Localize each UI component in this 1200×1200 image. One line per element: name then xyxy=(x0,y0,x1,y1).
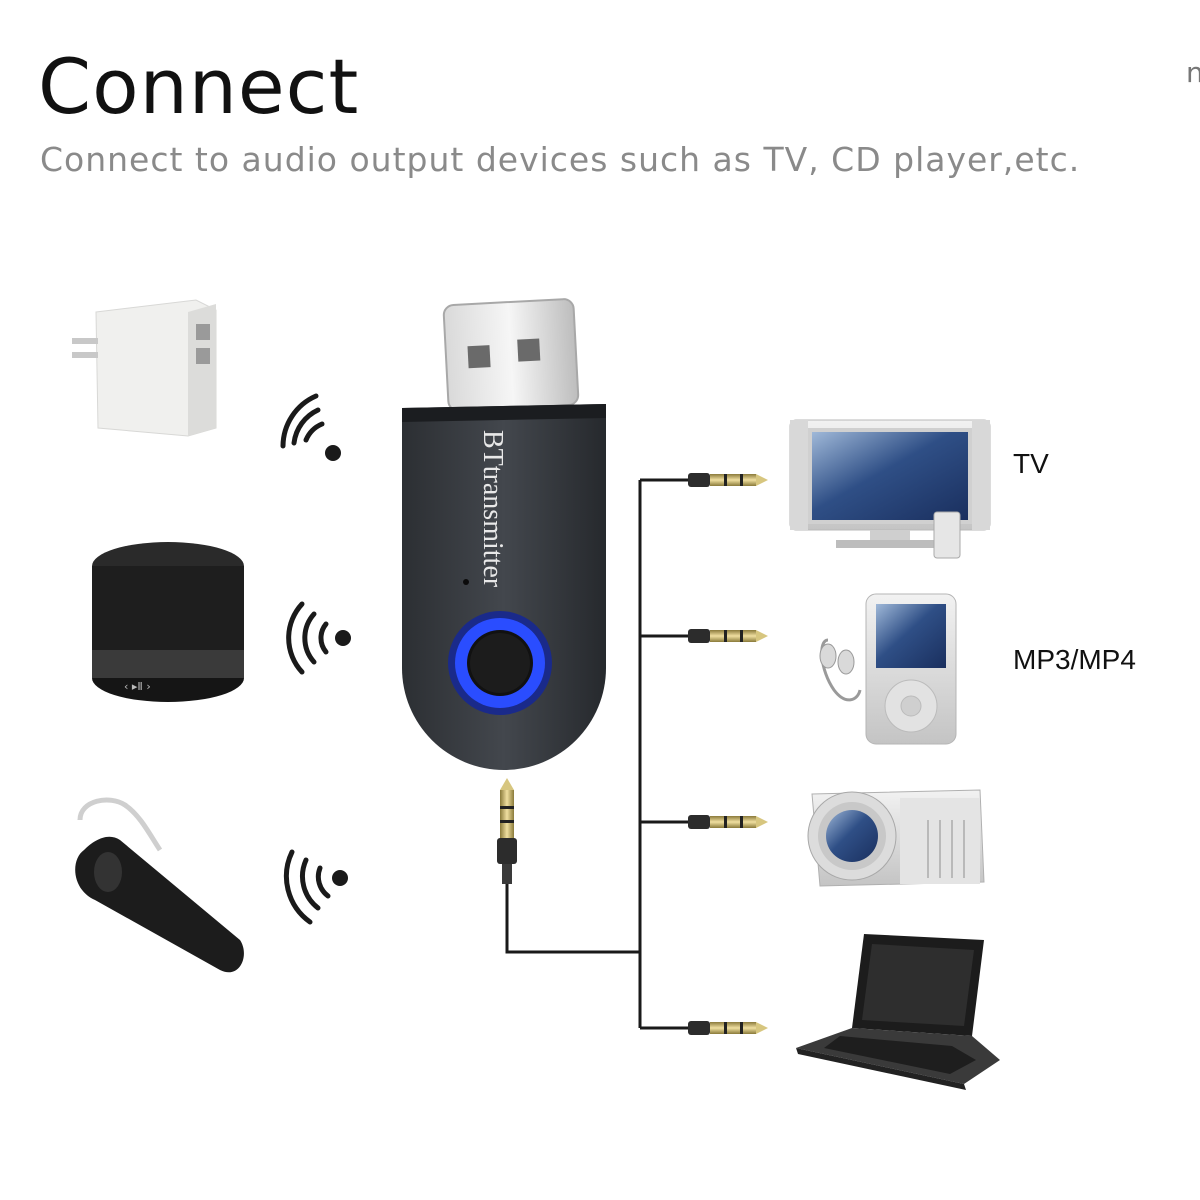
usb-wall-charger-icon xyxy=(72,299,217,437)
aux-audio-jack-icon xyxy=(688,629,768,643)
wireless-signal-icon xyxy=(280,393,341,461)
page-subtitle: Connect to audio output devices such as … xyxy=(40,140,1081,179)
tv-label: TV xyxy=(1013,448,1049,479)
aux-audio-jack-icon xyxy=(688,473,768,487)
transmitter-label: BTtransmitter xyxy=(477,430,508,588)
cropped-edge-text: n xyxy=(1186,56,1200,89)
wireless-signal-icon xyxy=(286,601,351,675)
bluetooth-speaker-icon: ‹ ▸Ⅱ › xyxy=(92,542,244,702)
mp3-player-icon xyxy=(819,593,957,745)
projector-icon xyxy=(807,789,985,887)
tv-icon xyxy=(789,419,991,559)
aux-audio-jack-icon xyxy=(688,1021,768,1035)
audio-cable xyxy=(505,478,690,1030)
mp3-mp4-label: MP3/MP4 xyxy=(1013,644,1136,675)
wireless-signal-icon xyxy=(283,849,348,925)
aux-audio-jack-icon xyxy=(688,815,768,829)
aux-audio-jack-icon xyxy=(497,778,517,884)
bt-transmitter-device: BTtransmitter xyxy=(402,298,606,770)
laptop-icon xyxy=(796,934,1000,1090)
bluetooth-headset-icon xyxy=(75,797,244,973)
svg-text:‹ ▸Ⅱ ›: ‹ ▸Ⅱ › xyxy=(124,680,151,693)
page-title: Connect xyxy=(38,42,360,131)
